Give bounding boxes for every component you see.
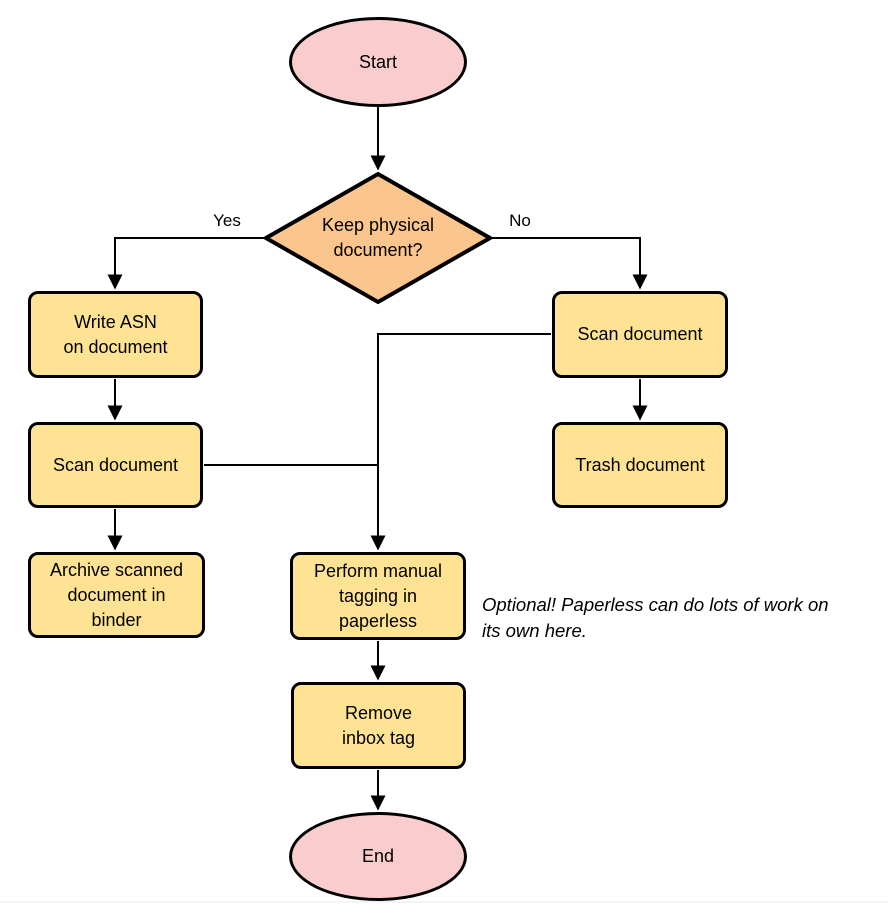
node-end-label: End	[361, 846, 395, 866]
node-scan-document-right: Scan document	[552, 291, 728, 378]
annotation-optional-note: Optional! Paperless can do lots of work …	[482, 594, 829, 641]
node-manual-tagging-label: Perform manual tagging in paperless	[313, 560, 443, 631]
node-write-asn: Write ASN on document	[28, 291, 203, 378]
node-end: End	[289, 812, 467, 901]
edge-scan-right-to-tagging	[370, 333, 551, 551]
node-trash-document: Trash document	[552, 422, 728, 508]
edge-decision-no-to-scan-right	[490, 237, 648, 290]
node-start: Start	[289, 17, 467, 107]
edge-label-yes: Yes	[213, 211, 241, 230]
edge-decision-yes-to-write-asn	[107, 237, 266, 290]
node-write-asn-label: Write ASN on document	[63, 311, 168, 357]
page-bottom-divider	[0, 901, 888, 903]
node-remove-inbox-tag: Remove inbox tag	[291, 682, 466, 769]
node-archive-binder-label: Archive scanned document in binder	[49, 559, 184, 630]
node-decision-label: Keep physical document?	[321, 215, 435, 260]
node-archive-binder: Archive scanned document in binder	[28, 552, 205, 638]
node-trash-document-label: Trash document	[575, 454, 705, 475]
node-remove-inbox-tag-label: Remove inbox tag	[341, 702, 416, 748]
node-scan-document-left-label: Scan document	[52, 454, 179, 475]
node-scan-document-left: Scan document	[28, 422, 203, 508]
node-scan-document-right-label: Scan document	[577, 324, 703, 344]
node-start-label: Start	[358, 51, 397, 72]
node-decision-keep-physical: Keep physical document?	[263, 171, 493, 305]
node-manual-tagging: Perform manual tagging in paperless	[290, 552, 466, 640]
edge-label-no: No	[509, 211, 531, 230]
diamond-shape	[263, 171, 493, 305]
